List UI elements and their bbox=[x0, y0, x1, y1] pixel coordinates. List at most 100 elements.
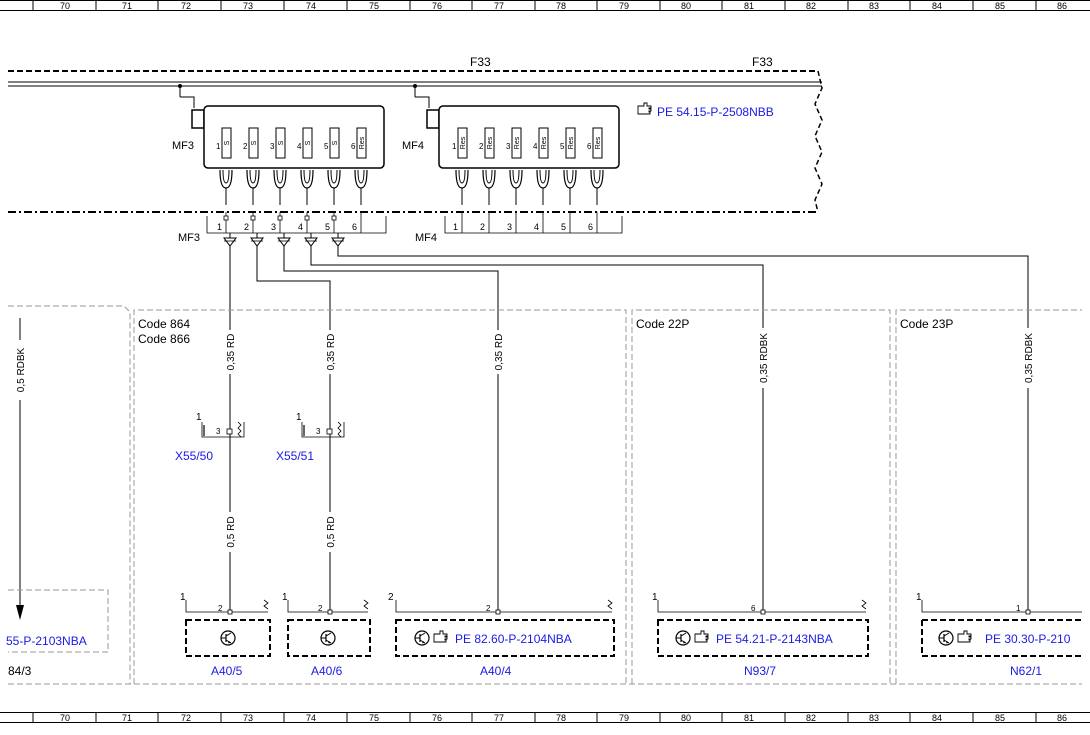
triangle-down-icon bbox=[304, 237, 318, 247]
wire-label: 0,35 RD bbox=[226, 334, 237, 371]
connector-pin: 1 bbox=[296, 412, 302, 423]
ruler-label: 75 bbox=[369, 1, 379, 11]
triangle-down-icon bbox=[250, 237, 264, 247]
bracket-pin-number: 1 bbox=[453, 222, 458, 232]
bracket-pin-number: 4 bbox=[534, 222, 539, 232]
socket-icon bbox=[536, 169, 550, 189]
hand-pointer-icon bbox=[694, 630, 709, 643]
fuse-rating: Res bbox=[514, 136, 521, 149]
component-pin: 2 bbox=[318, 604, 323, 613]
bracket-pin-number: 3 bbox=[507, 222, 512, 232]
component-name: A40/5 bbox=[211, 664, 243, 678]
bracket-pin-number: 5 bbox=[325, 222, 330, 232]
code-label: Code 866 bbox=[138, 332, 190, 346]
transistor-icon bbox=[938, 630, 954, 646]
fuse-rating: Res bbox=[487, 136, 494, 149]
bus-label: F33 bbox=[752, 55, 773, 69]
pin-terminal bbox=[223, 215, 229, 221]
top-reference-text: PE 54.15-P-2508NBB bbox=[657, 105, 774, 119]
ruler-label: 75 bbox=[369, 713, 379, 723]
fuse-icon bbox=[592, 127, 603, 159]
fuse-icon bbox=[511, 127, 522, 159]
fuse-rating: Res bbox=[359, 136, 366, 149]
ruler-label: 80 bbox=[681, 713, 691, 723]
fuse-icon bbox=[356, 127, 367, 159]
component-pin: 1 bbox=[1016, 604, 1021, 613]
component-name: N62/1 bbox=[1010, 664, 1042, 678]
top-reference-link[interactable]: PE 54.15-P-2508NBB bbox=[637, 102, 774, 119]
ruler-label: 73 bbox=[243, 713, 253, 723]
fuse-slot-number: 5 bbox=[560, 142, 565, 151]
socket-inner-icon bbox=[357, 169, 365, 184]
component-name: 84/3 bbox=[8, 664, 32, 678]
ruler-label: 76 bbox=[432, 713, 442, 723]
wire-label: 0,5 RD bbox=[326, 516, 337, 547]
socket-icon bbox=[590, 169, 604, 189]
fuse-rating: S bbox=[332, 140, 339, 145]
component-a40-4[interactable]: PE 82.60-P-2104NBA 2 2 A40/4 bbox=[388, 592, 615, 678]
component-a40-6[interactable]: 1 2 A40/6 bbox=[282, 592, 371, 678]
socket-icon bbox=[327, 169, 341, 189]
socket-icon bbox=[509, 169, 523, 189]
ruler-label: 74 bbox=[306, 1, 316, 11]
connector-name: X55/51 bbox=[276, 449, 314, 463]
component-n93-7[interactable]: PE 54.21-P-2143NBA 1 6 N93/7 bbox=[652, 592, 869, 678]
ruler-label: 83 bbox=[869, 1, 879, 11]
component-pin: 1 bbox=[652, 592, 658, 603]
component-pin: 2 bbox=[218, 604, 223, 613]
component-left-partial[interactable]: 55-P-2103NBA 84/3 bbox=[6, 589, 109, 678]
hand-pointer-icon bbox=[957, 630, 972, 643]
ruler-label: 71 bbox=[122, 713, 132, 723]
ruler-label: 79 bbox=[619, 713, 629, 723]
component-ref: 55-P-2103NBA bbox=[6, 634, 87, 648]
connector-name: X55/50 bbox=[175, 449, 213, 463]
wires bbox=[19, 246, 1029, 612]
fuse-box-enclosure: F33 F33 bbox=[8, 55, 823, 213]
fuse-icon bbox=[275, 127, 286, 159]
socket-icon bbox=[273, 169, 287, 189]
socket-inner-icon bbox=[566, 169, 574, 184]
fuse-icon bbox=[302, 127, 313, 159]
bracket-pin-number: 5 bbox=[561, 222, 566, 232]
ruler-label: 73 bbox=[243, 1, 253, 11]
socket-inner-icon bbox=[330, 169, 338, 184]
component-name: N93/7 bbox=[744, 664, 776, 678]
code-zones bbox=[8, 305, 1082, 685]
component-pin: 2 bbox=[388, 592, 394, 603]
socket-inner-icon bbox=[303, 169, 311, 184]
fuse-slot-number: 5 bbox=[324, 142, 329, 151]
component-n62-1[interactable]: PE 30.30-P-210 1 1 N62/1 bbox=[916, 592, 1082, 678]
arrow-down-icon bbox=[16, 605, 24, 620]
triangle-down-icon bbox=[331, 237, 345, 247]
fuse-block-name: MF4 bbox=[402, 140, 424, 152]
fuse-icon bbox=[221, 127, 232, 159]
fuse-rating: Res bbox=[568, 136, 575, 149]
connector-x55-51[interactable]: 1 3 X55/51 bbox=[276, 412, 345, 463]
ruler-label: 70 bbox=[60, 1, 70, 11]
connector-x55-50[interactable]: 1 3 X55/50 bbox=[175, 412, 245, 463]
component-name: A40/4 bbox=[480, 664, 512, 678]
ruler-label: 72 bbox=[181, 713, 191, 723]
component-a40-5[interactable]: 1 2 A40/5 bbox=[180, 592, 271, 678]
fuse-slot-number: 1 bbox=[452, 142, 457, 151]
fuse-rating: S bbox=[251, 140, 258, 145]
connector-pin: 3 bbox=[216, 427, 221, 436]
component-pin: 6 bbox=[751, 604, 756, 613]
component-pin: 1 bbox=[916, 592, 922, 603]
fuse-icon bbox=[457, 127, 468, 159]
ruler-label: 80 bbox=[681, 1, 691, 11]
triangle-down-icon bbox=[223, 237, 237, 247]
ruler-label: 82 bbox=[806, 1, 816, 11]
fuse-rating: S bbox=[278, 140, 285, 145]
socket-inner-icon bbox=[222, 169, 230, 184]
top-ruler: 70 71 72 73 74 75 76 77 78 79 80 81 82 8… bbox=[0, 0, 1090, 11]
ruler-label: 72 bbox=[181, 1, 191, 11]
socket-icon bbox=[482, 169, 496, 189]
transistor-icon bbox=[675, 630, 691, 646]
pin-terminal bbox=[250, 215, 256, 221]
bracket-pin-number: 6 bbox=[588, 222, 593, 232]
hand-pointer-icon bbox=[433, 630, 448, 643]
